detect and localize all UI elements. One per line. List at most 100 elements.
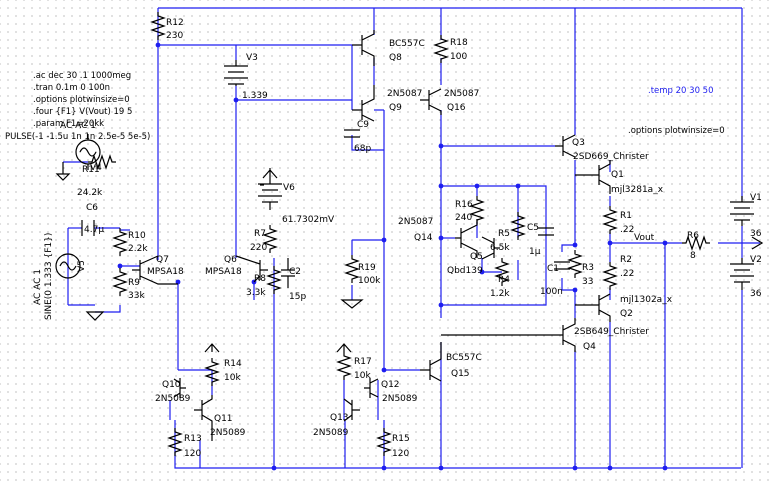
component-label: Q14 — [414, 233, 433, 243]
transistor-q13[interactable]: Q13 2N5089 — [313, 398, 360, 438]
voltage-source-v1[interactable]: V1 36 — [730, 193, 762, 239]
component-label: Q3 — [572, 138, 585, 148]
component-label: R12 — [166, 18, 184, 28]
capacitor-c2[interactable]: C2 15p — [281, 258, 306, 302]
voltage-source-v3[interactable]: V3 1.339 — [224, 53, 268, 101]
transistor-q12[interactable]: Q12 2N5089 — [364, 378, 418, 404]
capacitor-c5[interactable]: C5 1µ — [527, 223, 554, 257]
resistor-r19[interactable]: R19 100k — [344, 255, 381, 286]
component-label: Q11 — [214, 414, 233, 424]
resistor-r12[interactable]: R12 230 — [150, 12, 184, 41]
resistor-r15[interactable]: R15 120 — [376, 428, 410, 459]
transistor-q7[interactable]: Q7 MPSA18 — [132, 255, 184, 285]
component-label: .22 — [620, 269, 634, 279]
resistor-r9[interactable]: R9 33k — [112, 268, 145, 301]
voltage-source-v4[interactable]: V4 AC AC 1 PULSE(-1 -1.5u 1n 1n 2.5e-5 5… — [5, 121, 150, 174]
capacitor-c6[interactable]: C6 4.7µ — [81, 203, 104, 236]
transistor-q3[interactable]: Q3 2SD669_Christer — [555, 134, 649, 162]
resistor-r1[interactable]: R1 .22 — [602, 206, 634, 235]
component-label: R2 — [620, 255, 632, 265]
component-label: Q5 — [470, 252, 483, 262]
resistor-r16[interactable]: R16 240 — [455, 196, 485, 224]
component-label: BC557C — [446, 353, 482, 363]
component-label: MPSA18 — [147, 267, 184, 277]
component-label: V4 — [90, 163, 102, 173]
component-label: 3.3k — [246, 288, 266, 298]
component-label: Q7 — [156, 255, 169, 265]
resistor-r11[interactable]: R11 24.2k — [77, 154, 116, 198]
wires — [63, 7, 760, 469]
transistor-q8[interactable]: BC557C Q8 — [352, 30, 425, 66]
resistor-r6[interactable]: R6 8 — [682, 231, 710, 261]
component-label: 2N5089 — [210, 428, 246, 438]
component-label: .22 — [620, 225, 634, 235]
component-label: 61.7302mV — [282, 215, 335, 225]
resistor-r17[interactable]: R17 10k — [336, 352, 372, 381]
component-label: AC AC 1 — [60, 121, 96, 131]
resistor-r5[interactable]: R5 6.5k — [490, 212, 526, 253]
resistor-r13[interactable]: R13 120 — [167, 428, 202, 459]
output-port — [751, 236, 764, 250]
transistor-q14[interactable]: 2N5087 Q14 — [398, 217, 478, 258]
spice-directives[interactable]: .ac dec 30 .1 1000meg .tran 0.1m 0 100n … — [33, 71, 725, 136]
transistor-q16[interactable]: 2N5087 Q16 — [420, 88, 479, 115]
component-label: 2N5087 — [387, 89, 422, 99]
capacitor-c9[interactable]: C9 68p — [344, 120, 371, 154]
component-label: C5 — [527, 223, 539, 233]
voltage-source-v2[interactable]: V2 36 — [730, 255, 762, 299]
transistor-q11[interactable]: Q11 2N5089 — [194, 395, 246, 441]
component-label: R16 — [455, 200, 473, 210]
component-label: 10k — [354, 371, 371, 381]
transistor-q10[interactable]: Q10 2N5089 — [155, 378, 191, 404]
resistor-r3[interactable]: R3 33 — [567, 250, 594, 287]
component-label: Q4 — [583, 342, 596, 352]
component-label: 24.2k — [77, 188, 103, 198]
component-label: C9 — [357, 120, 369, 130]
component-label: BC557C — [389, 39, 425, 49]
component-label: Qbd139 — [447, 266, 483, 276]
transistor-q9[interactable]: 2N5087 Q9 — [352, 85, 422, 122]
voltage-source-v5[interactable]: V5 AC AC 1 SINE(0 1.333 {F1}) — [33, 233, 87, 320]
resistor-r7[interactable]: R7 220 — [250, 225, 278, 253]
component-label: 4.7µ — [84, 225, 104, 235]
transistor-q2[interactable]: mjl1302a_x Q2 — [575, 293, 673, 322]
component-label: R3 — [582, 263, 594, 273]
capacitor-c1[interactable]: C1 100n — [540, 261, 570, 297]
component-label: PULSE(-1 -1.5u 1n 1n 2.5e-5 5e-5) — [5, 132, 150, 142]
component-label: V6 — [283, 183, 295, 193]
component-label: Q1 — [611, 170, 624, 180]
component-label: 100k — [358, 276, 381, 286]
resistor-r18[interactable]: R18 100 — [433, 35, 468, 63]
component-label: 100 — [450, 52, 467, 62]
component-label: Q6 — [224, 255, 237, 265]
transistor-q6[interactable]: Q6 MPSA18 — [205, 255, 268, 283]
resistor-r4[interactable]: R4 1.2k — [490, 258, 510, 299]
resistor-r8[interactable]: R8 3.3k — [246, 266, 282, 298]
component-label: R6 — [687, 231, 699, 241]
component-label: C2 — [289, 267, 301, 277]
component-label: 100n — [540, 287, 563, 297]
component-label: R18 — [450, 38, 468, 48]
resistor-r14[interactable]: R14 10k — [204, 358, 242, 386]
component-label: 2SD669_Christer — [573, 152, 649, 162]
directive-options-2: .options plotwinsize=0 — [628, 126, 725, 136]
component-label: 2N5089 — [382, 394, 418, 404]
component-label: 220 — [250, 243, 267, 253]
transistor-q5[interactable]: Q5 Qbd139 — [447, 236, 500, 276]
component-label: MPSA18 — [205, 267, 242, 277]
component-label: 240 — [455, 213, 472, 223]
component-label: AC AC 1 — [33, 269, 43, 305]
directive-tran: .tran 0.1m 0 100n — [33, 83, 110, 93]
component-label: 1µ — [529, 247, 541, 257]
component-label: 2N5089 — [313, 428, 349, 438]
transistor-q15[interactable]: BC557C Q15 — [420, 342, 482, 382]
resistor-r10[interactable]: R10 2.2k — [112, 228, 148, 256]
component-label: V3 — [246, 53, 258, 63]
transistor-q1[interactable]: Q1 mjl3281a_x — [575, 160, 664, 195]
component-label: 2.2k — [128, 244, 148, 254]
voltage-source-v6[interactable]: V6 61.7302mV — [258, 178, 335, 225]
resistor-r2[interactable]: R2 .22 — [602, 255, 634, 290]
transistor-q4[interactable]: 2SB649_Christer Q4 — [441, 318, 649, 352]
